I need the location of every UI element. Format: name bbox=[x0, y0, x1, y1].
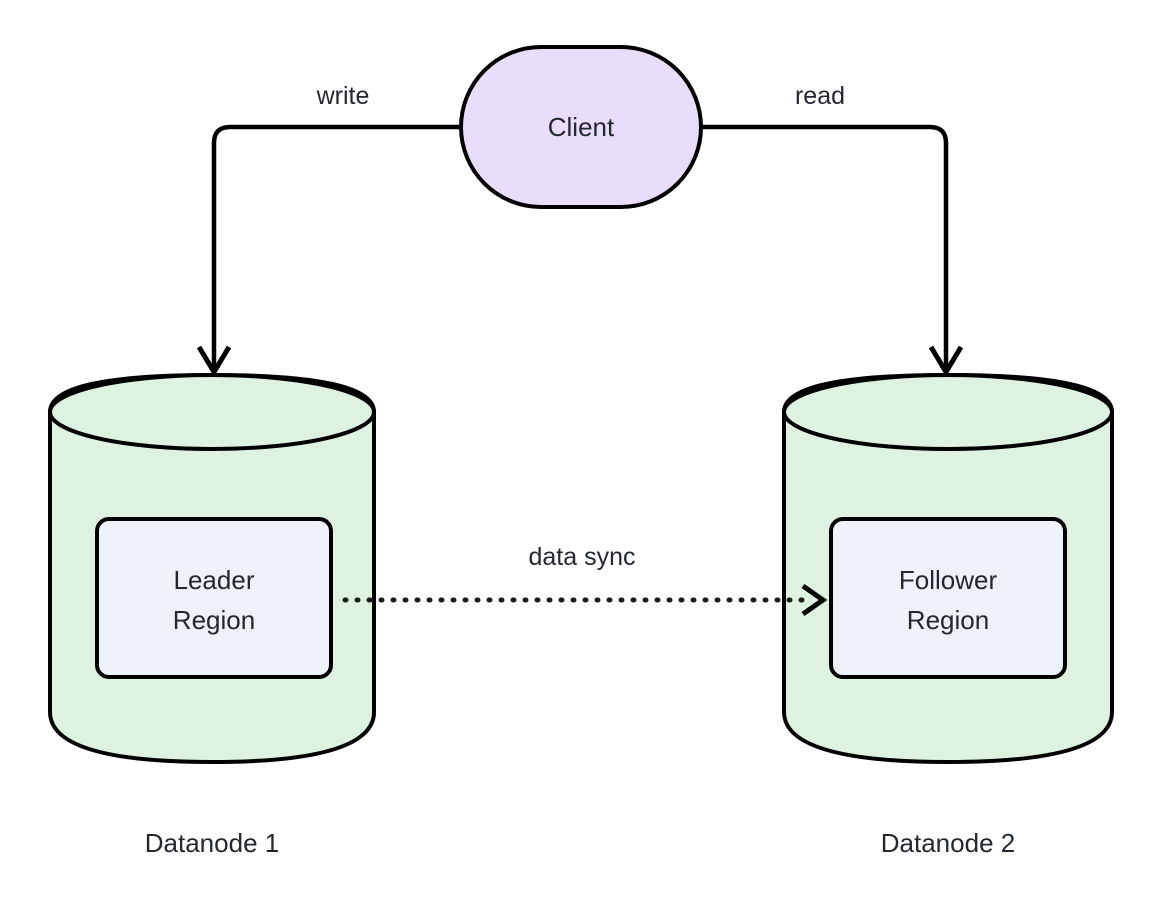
node-datanode1[interactable]: Leader Region bbox=[48, 373, 376, 764]
follower-region-label-line2: Region bbox=[907, 605, 989, 635]
edge-read[interactable] bbox=[703, 124, 964, 377]
edge-read-path bbox=[703, 124, 949, 352]
leader-region[interactable]: Leader Region bbox=[95, 517, 333, 679]
edge-write[interactable] bbox=[196, 124, 459, 377]
leader-region-label-line1: Leader bbox=[174, 565, 255, 595]
edge-data-sync-label: data sync bbox=[528, 543, 635, 571]
client-shape bbox=[459, 45, 703, 209]
datanode2-caption: Datanode 2 bbox=[881, 828, 1015, 858]
edge-write-path bbox=[211, 124, 459, 352]
leader-region-label-line2: Region bbox=[173, 605, 255, 635]
client-label: Client bbox=[548, 112, 615, 142]
edge-data-sync-arrowhead-icon bbox=[801, 583, 828, 617]
leader-region-box bbox=[95, 517, 333, 679]
edge-data-sync[interactable] bbox=[342, 583, 828, 617]
follower-region-label-line1: Follower bbox=[899, 565, 998, 595]
datanode1-cylinder-top bbox=[48, 373, 376, 451]
node-datanode2[interactable]: Follower Region bbox=[782, 373, 1114, 764]
datanode2-cylinder-top bbox=[782, 373, 1114, 451]
node-client[interactable]: Client bbox=[459, 45, 703, 209]
edge-write-label: write bbox=[316, 82, 370, 110]
edge-read-label: read bbox=[795, 82, 845, 110]
follower-region[interactable]: Follower Region bbox=[829, 517, 1067, 679]
datanode1-caption: Datanode 1 bbox=[145, 828, 279, 858]
follower-region-box bbox=[829, 517, 1067, 679]
